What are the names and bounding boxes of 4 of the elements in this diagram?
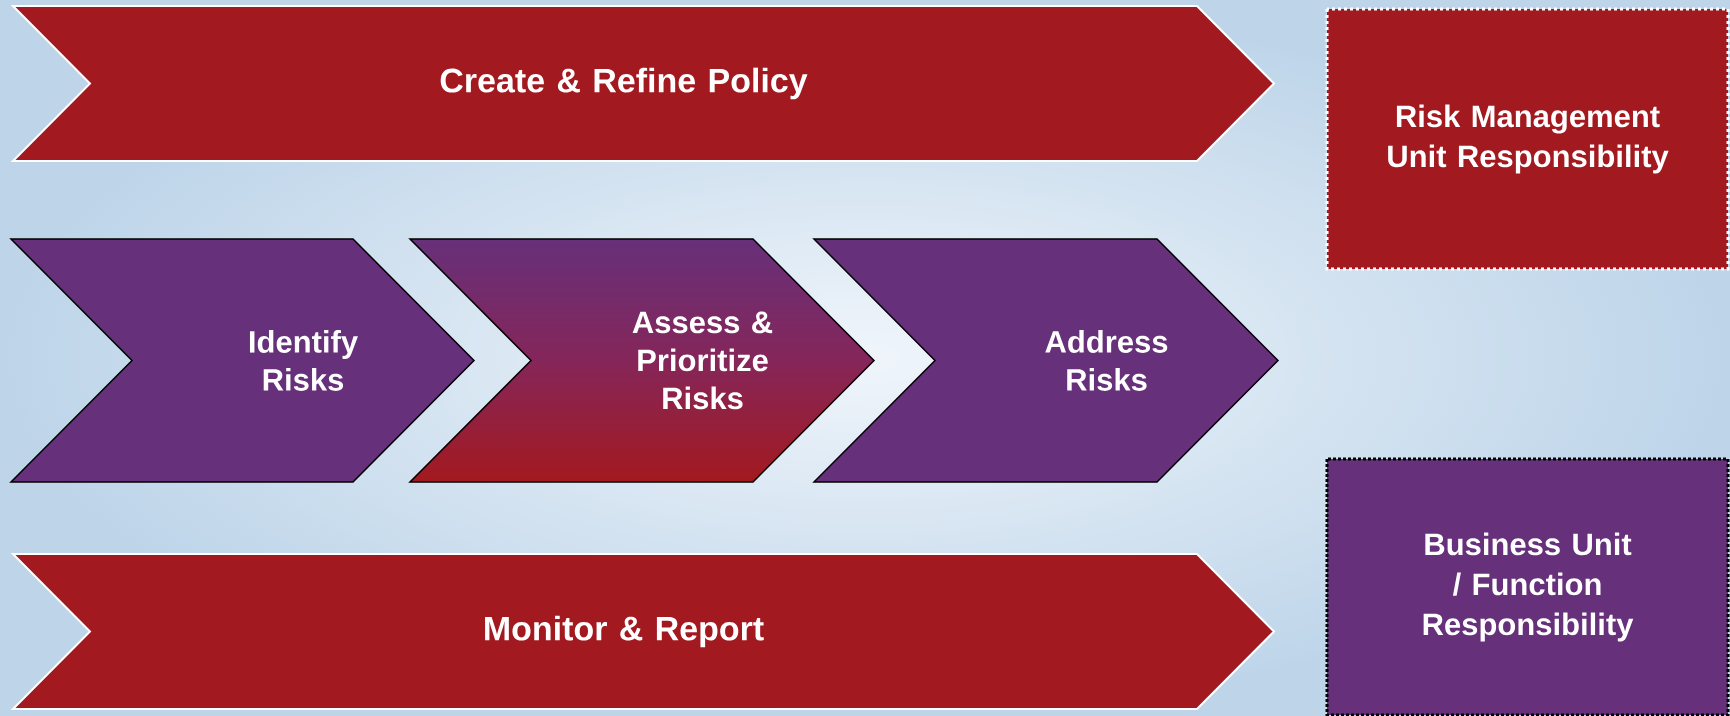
legend-label: Business Unit / Function Responsibility [1423,532,1634,642]
chevron-step: Identify Risks [9,238,476,483]
chevron-step: Address Risks [812,238,1280,483]
legend-label: Risk Management Unit Responsibility [1388,104,1669,174]
